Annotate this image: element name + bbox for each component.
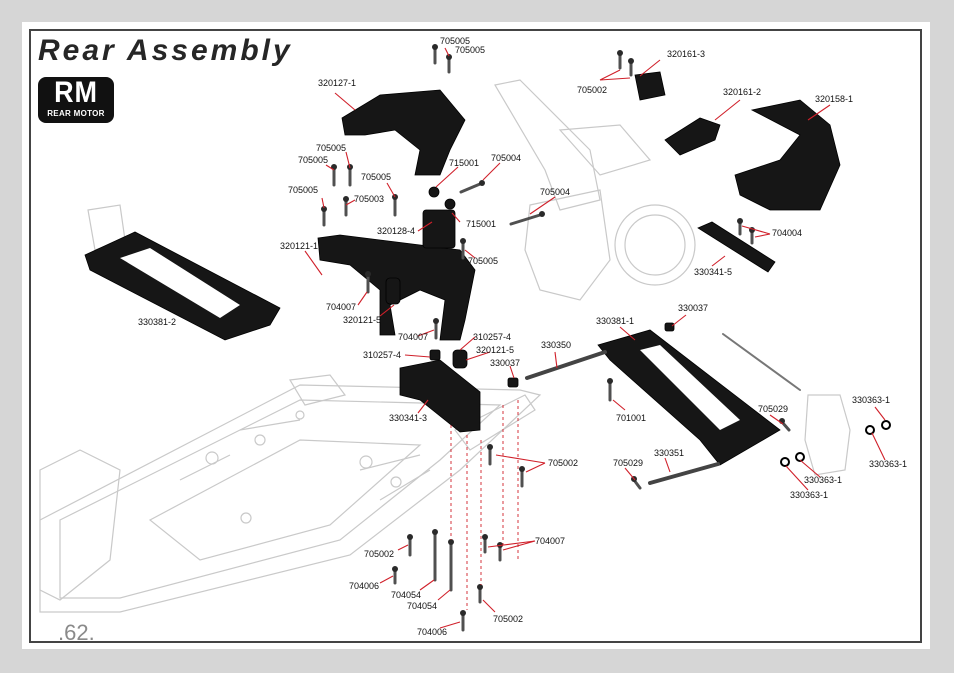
part-label: 330037 — [490, 358, 520, 368]
part-label: 705003 — [354, 194, 384, 204]
driveshaft — [722, 333, 801, 391]
hinge-pin-330350 — [525, 350, 607, 380]
manual-page — [22, 22, 930, 649]
part-label: 705002 — [577, 85, 607, 95]
part-label: 704007 — [326, 302, 356, 312]
part-label: 705002 — [493, 614, 523, 624]
part-label: 320121-5 — [343, 315, 381, 325]
servo-saver-lower — [664, 117, 721, 156]
part-label: 330363-1 — [790, 490, 828, 500]
spacer — [429, 349, 441, 361]
part-label: 705029 — [613, 458, 643, 468]
badge-subtitle: REAR MOTOR — [47, 109, 105, 118]
part-label: 330037 — [678, 303, 708, 313]
part-label: 320127-1 — [318, 78, 356, 88]
leader-lines — [304, 47, 886, 629]
part-label: 704006 — [349, 581, 379, 591]
part-label: 330350 — [541, 340, 571, 350]
parts — [84, 71, 891, 485]
part-label: 715001 — [466, 219, 496, 229]
brace — [697, 221, 776, 273]
screws — [321, 44, 791, 632]
part-labels: 705005 705005 320127-1 705005 705005 705… — [138, 36, 907, 637]
part-label: 705002 — [364, 549, 394, 559]
page-frame — [29, 29, 922, 643]
bushing-upper — [385, 277, 401, 305]
part-label: 704054 — [391, 590, 421, 600]
part-label: 705005 — [455, 45, 485, 55]
part-label: 704007 — [398, 332, 428, 342]
chassis-outline — [39, 374, 542, 613]
part-label: 705005 — [298, 155, 328, 165]
part-label: 320121-5 — [476, 345, 514, 355]
badge-logo-text: RM — [54, 76, 98, 109]
part-label: 715001 — [449, 158, 479, 168]
part-label: 705029 — [758, 404, 788, 414]
gearbox-motor-outline — [494, 79, 696, 301]
page-number: .62. — [58, 620, 95, 645]
rear-bulkhead — [399, 359, 481, 433]
part-label: 330341-5 — [694, 267, 732, 277]
part-label: 705005 — [316, 143, 346, 153]
mount-block — [422, 209, 456, 249]
bushing-lower — [452, 349, 468, 369]
part-label: 320121-1 — [280, 241, 318, 251]
part-label: 330363-1 — [869, 459, 907, 469]
part-label: 704007 — [535, 536, 565, 546]
part-label: 320158-1 — [815, 94, 853, 104]
part-label: 320161-3 — [667, 49, 705, 59]
part-label: 310257-4 — [473, 332, 511, 342]
part-label: 320161-2 — [723, 87, 761, 97]
rear-motor-badge: RM REAR MOTOR — [38, 77, 114, 123]
part-label: 330341-3 — [389, 413, 427, 423]
part-label: 705005 — [468, 256, 498, 266]
part-label: 705004 — [491, 153, 521, 163]
part-label: 704004 — [772, 228, 802, 238]
camber-link-mount — [341, 89, 466, 176]
nut-2 — [444, 198, 456, 210]
part-label: 701001 — [616, 413, 646, 423]
gear-cover — [734, 99, 841, 211]
part-label: 330363-1 — [852, 395, 890, 405]
part-label: 705004 — [540, 187, 570, 197]
part-label: 705002 — [548, 458, 578, 468]
part-label: 330351 — [654, 448, 684, 458]
part-label: 330363-1 — [804, 475, 842, 485]
assembly-guides — [450, 400, 519, 610]
part-label: 705005 — [440, 36, 470, 46]
part-label: 330381-1 — [596, 316, 634, 326]
nut-1 — [428, 186, 440, 198]
ball-end — [664, 322, 675, 332]
part-label: 704006 — [417, 627, 447, 637]
part-label: 705005 — [288, 185, 318, 195]
part-label: 705005 — [361, 172, 391, 182]
ball-end-2 — [507, 377, 519, 388]
part-label: 320128-4 — [377, 226, 415, 236]
part-label: 330381-2 — [138, 317, 176, 327]
part-label: 310257-4 — [363, 350, 401, 360]
hinge-pin-330351 — [648, 462, 720, 485]
servo-saver-upper — [634, 71, 666, 101]
part-label: 704054 — [407, 601, 437, 611]
page-title: Rear Assembly — [38, 34, 293, 67]
